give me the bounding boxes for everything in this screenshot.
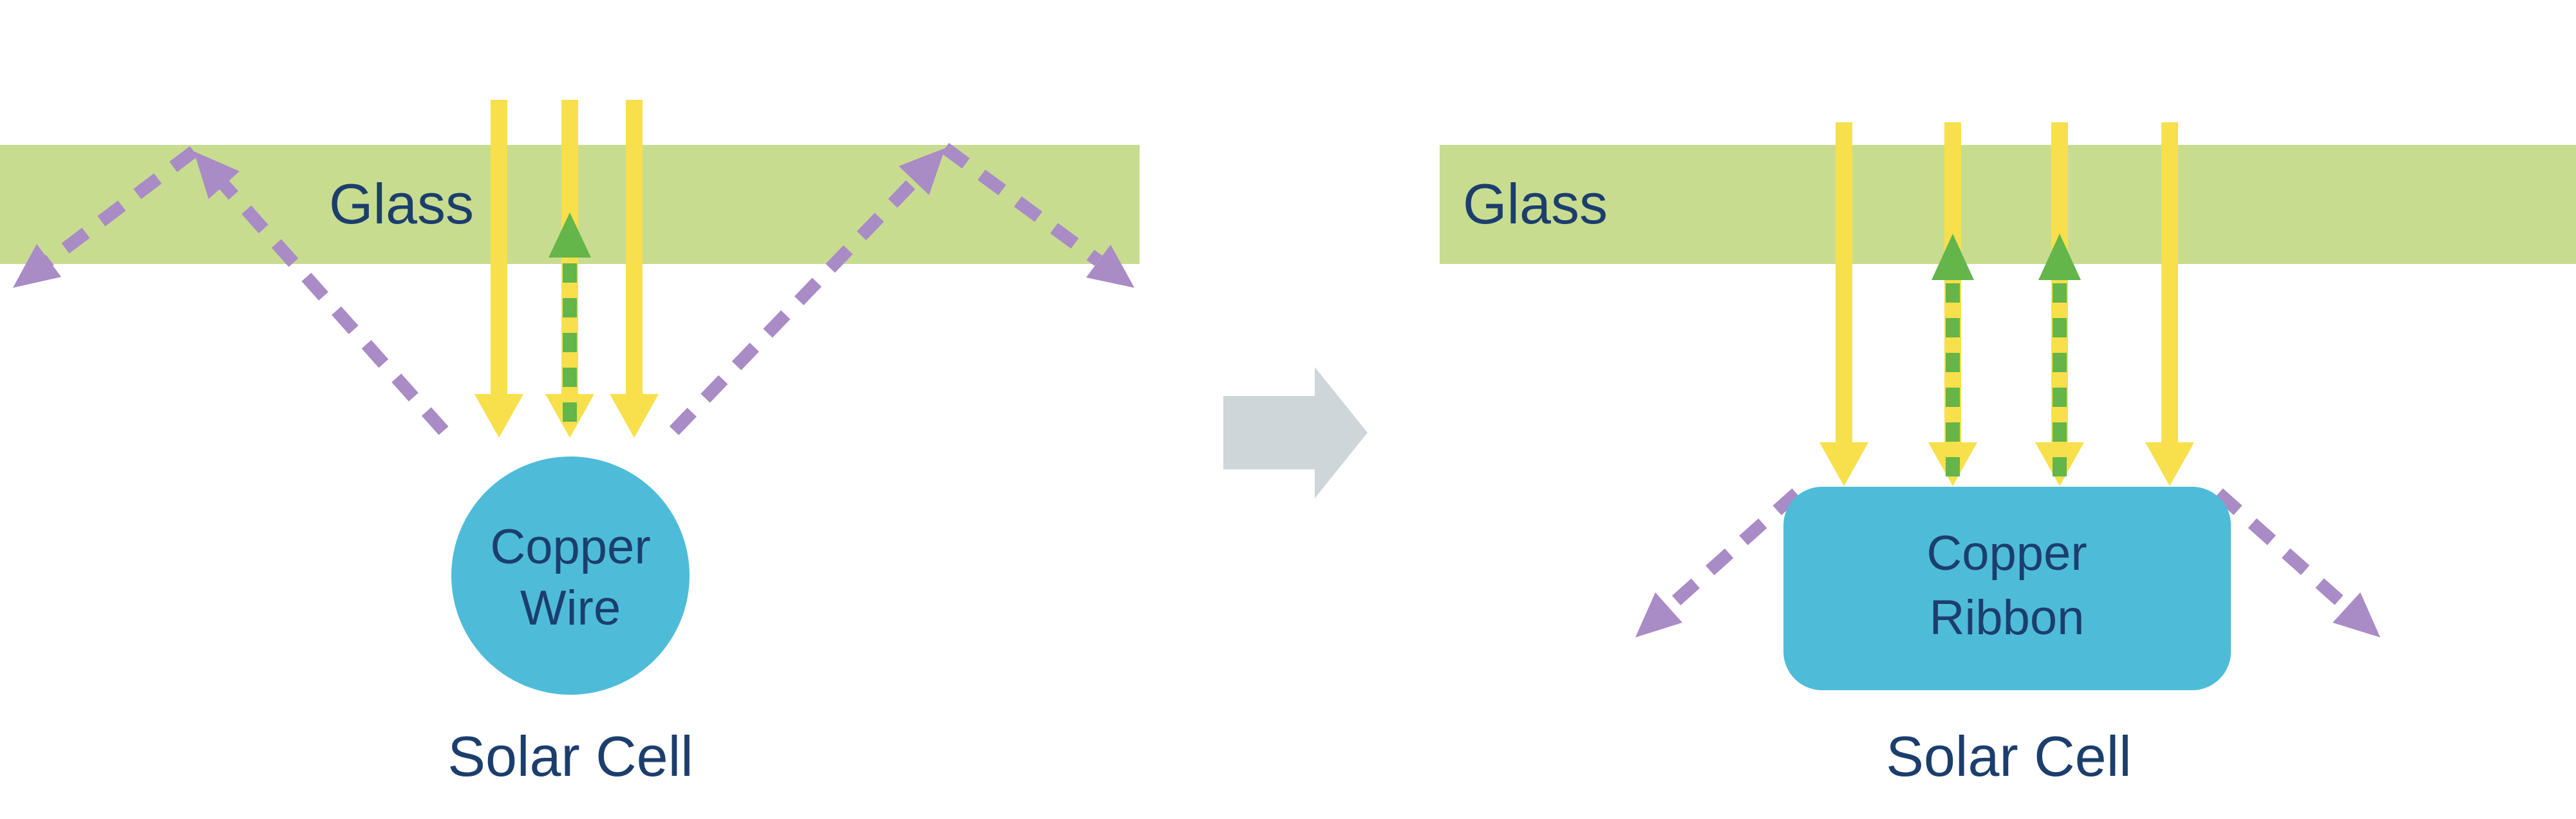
scattered-light-arrowhead-icon xyxy=(2333,592,2380,637)
glass-label: Glass xyxy=(329,172,474,236)
sunlight-arrowhead-icon xyxy=(610,394,659,438)
scattered-light-path-left xyxy=(1635,488,1801,637)
sunlight-arrowhead-icon xyxy=(2145,442,2194,486)
sunlight-arrow xyxy=(610,100,659,438)
sunlight-arrow xyxy=(475,100,523,438)
sunlight-arrow xyxy=(1819,122,1868,486)
scattered-light-arrowhead-icon xyxy=(194,151,240,199)
solar-cell-label: Solar Cell xyxy=(1886,724,2131,788)
panel-copper-wire: Copper Wire Glass Solar Cell xyxy=(0,100,1140,788)
sunlight-arrowhead-icon xyxy=(475,394,523,438)
reflected-light-arrowhead-icon xyxy=(1932,234,1974,280)
copper-ribbon-shape xyxy=(1783,487,2231,690)
scattered-light-segment xyxy=(2214,488,2351,612)
scattered-light-arrowhead-icon xyxy=(13,244,61,288)
reflected-light-arrowhead-icon xyxy=(549,212,591,258)
scattered-light-arrowhead-icon xyxy=(1086,245,1134,288)
sunlight-arrowhead-icon xyxy=(1819,442,1868,486)
scattered-light-segment xyxy=(669,176,919,435)
glass-layer xyxy=(1440,145,2576,264)
copper-wire-label-line1: Copper xyxy=(490,520,650,574)
transition-arrow-icon xyxy=(1223,367,1368,498)
reflected-light-arrow xyxy=(1932,234,1974,476)
scattered-light-segment xyxy=(219,180,449,435)
reflected-light-arrowhead-icon xyxy=(2038,234,2081,280)
scattered-light-segment xyxy=(941,142,1102,267)
sunlight-arrow xyxy=(2145,122,2194,486)
reflected-light-arrow xyxy=(2038,234,2081,476)
scattered-light-segment xyxy=(1664,488,1801,612)
copper-wire-label-line2: Wire xyxy=(520,581,621,635)
scattered-light-arrowhead-icon xyxy=(1635,592,1682,637)
reflected-light-arrow xyxy=(549,212,591,422)
scattered-light-path-left xyxy=(13,146,449,435)
scattered-light-arrowhead-icon xyxy=(899,148,945,195)
scattered-light-path-right xyxy=(2214,488,2380,637)
glass-label: Glass xyxy=(1463,172,1608,236)
copper-ribbon-label-line1: Copper xyxy=(1926,526,2087,581)
panel-copper-ribbon: Copper Ribbon Glass Solar Cell xyxy=(1440,122,2576,788)
scattered-light-path-right xyxy=(669,142,1134,435)
copper-ribbon-label-line2: Ribbon xyxy=(1930,590,2085,645)
copper-wire-shape xyxy=(451,457,690,695)
solar-cell-label: Solar Cell xyxy=(447,724,693,788)
scattered-light-segment xyxy=(44,146,198,266)
